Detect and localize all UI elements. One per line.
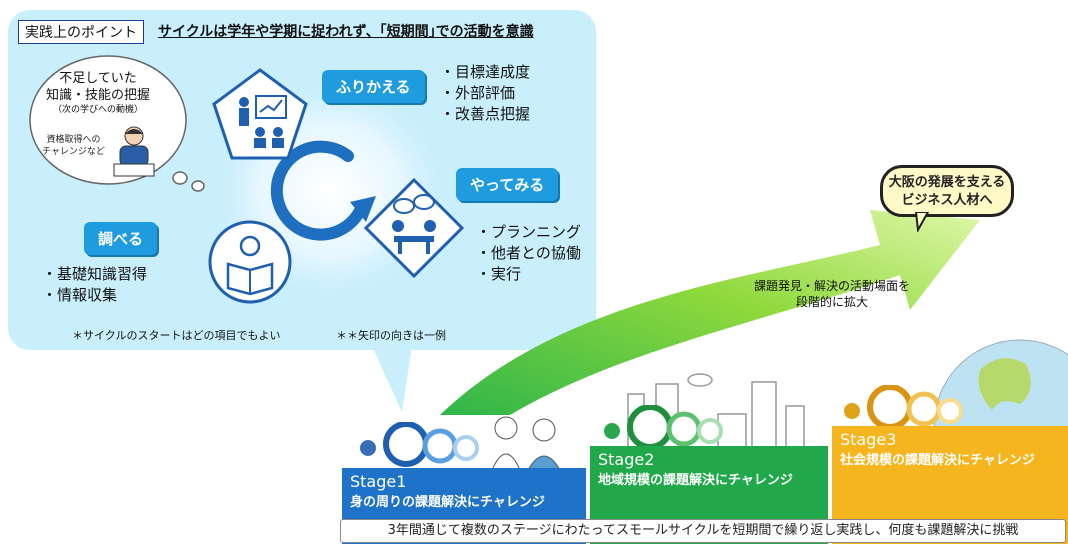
bottom-summary: 3年間通じて複数のステージにわたってスモールサイクルを短期間で繰り返し実践し、何…	[340, 519, 1066, 543]
reflect-item: ・外部評価	[440, 84, 516, 102]
growth-arrow	[440, 210, 980, 415]
goal-bubble: 大阪の発展を支える ビジネス人材へ	[880, 165, 1014, 217]
stage1-subtitle: 身の周りの課題解決にチャレンジ	[350, 495, 545, 510]
reflect-item: ・目標達成度	[440, 63, 531, 81]
stage3-title: Stage3	[840, 430, 897, 449]
research-item: ・情報収集	[42, 286, 118, 304]
reflect-items: ・目標達成度 ・外部評価 ・改善点把握	[440, 62, 530, 125]
stage2-subtitle: 地域規模の課題解決にチャレンジ	[598, 473, 793, 488]
goal-line-1: 大阪の発展を支える	[888, 175, 1006, 190]
stage1-title: Stage1	[350, 472, 407, 491]
try-item: ・プランニング	[476, 223, 582, 241]
reflect-item: ・改善点把握	[440, 105, 531, 123]
reflect-label: ふりかえる	[322, 70, 425, 103]
cycle-arrow-icon	[270, 140, 368, 241]
thought-line-1: 不足していた	[59, 71, 137, 86]
thought-line-2: 知識・技能の把握	[45, 88, 150, 103]
practice-point-headline: サイクルは学年や学期に捉われず、｢短期間｣での活動を意識	[158, 24, 534, 40]
goal-line-2: ビジネス人材へ	[901, 193, 993, 208]
goal-bubble-tail	[914, 212, 930, 232]
try-item: ・他者との協働	[476, 244, 581, 262]
note-arrow: ＊＊矢印の向きは一例	[336, 329, 446, 342]
reflect-pentagon	[212, 68, 308, 160]
practice-point-tag: 実践上のポイント	[18, 20, 144, 44]
thought-sub-2: 資格取得への チャレンジなど	[42, 135, 105, 157]
thought-sub-1: （次の学びへの動機）	[52, 105, 143, 115]
thought-text: 不足していた 知識・技能の把握 （次の学びへの動機）	[38, 70, 158, 116]
research-item: ・基礎知識習得	[42, 265, 148, 283]
stage3-subtitle: 社会規模の課題解決にチャレンジ	[840, 453, 1035, 468]
research-circle	[208, 220, 292, 304]
try-diamond	[363, 177, 465, 279]
note-start: ＊サイクルのスタートはどの項目でもよい	[72, 329, 281, 342]
try-item: ・実行	[476, 265, 522, 283]
person-studying-icon	[113, 126, 155, 177]
try-items: ・プランニング ・他者との協働 ・実行	[476, 222, 581, 285]
research-label: 調べる	[84, 222, 158, 255]
stage1-cycle-icons	[360, 422, 479, 467]
try-label: やってみる	[456, 168, 559, 201]
stage2-cycle-icons	[604, 405, 723, 450]
stage2-title: Stage2	[598, 450, 655, 469]
growth-arrow-label: 課題発見・解決の活動場面を 段階的に拡大	[754, 279, 911, 309]
bubble-tail	[372, 346, 412, 412]
reading-person-icon	[226, 235, 274, 296]
globe-icon	[933, 339, 1068, 430]
research-items: ・基礎知識習得 ・情報収集	[42, 264, 147, 306]
meeting-icon	[392, 194, 436, 254]
cycle-arrow-head-icon	[350, 196, 376, 222]
people-talking-icon	[491, 416, 561, 470]
presentation-icon	[239, 95, 287, 148]
